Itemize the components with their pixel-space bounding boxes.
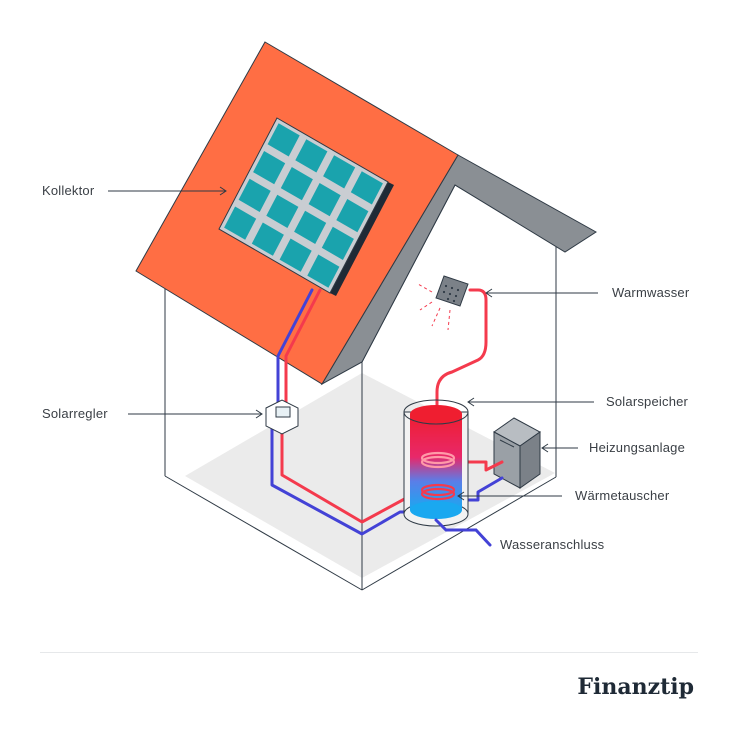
collector-cell — [224, 206, 257, 240]
label-water-connection: Wasseranschluss — [500, 537, 605, 552]
collector-cell — [336, 199, 369, 233]
storage-tank — [403, 399, 469, 527]
hot-pipe-heating — [456, 460, 504, 472]
collector-cell — [294, 210, 327, 244]
label-heating: Heizungsanlage — [589, 440, 686, 455]
collector-cell — [238, 178, 271, 212]
collector-cell — [279, 238, 312, 272]
controller-box — [265, 399, 299, 435]
shower-head-icon — [417, 275, 469, 331]
label-collector: Kollektor — [42, 183, 95, 198]
collector-cell — [308, 183, 341, 217]
label-controller: Solarregler — [42, 406, 108, 421]
footer-divider — [40, 652, 698, 653]
collector-cell — [266, 194, 299, 228]
collector-cell — [321, 226, 354, 260]
label-heat-exchanger: Wärmetauscher — [575, 488, 670, 503]
brand-logo: Finanztip — [577, 674, 694, 700]
hot-water-pipe — [435, 288, 488, 412]
collector-cell — [350, 171, 383, 205]
collector-cells — [224, 123, 383, 288]
leader-lines — [108, 186, 598, 501]
collector-panel — [218, 117, 394, 296]
collector-cell — [323, 155, 356, 189]
collector-cell — [251, 222, 284, 256]
label-hot-water: Warmwasser — [612, 285, 690, 300]
heating-unit — [493, 417, 541, 489]
collector-cell — [253, 151, 286, 185]
collector-cell — [295, 139, 328, 173]
collector-cell — [307, 254, 340, 288]
collector-cell — [267, 123, 300, 157]
label-storage: Solarspeicher — [606, 394, 689, 409]
collector-cell — [280, 167, 313, 201]
water-connection-pipe — [434, 518, 492, 547]
